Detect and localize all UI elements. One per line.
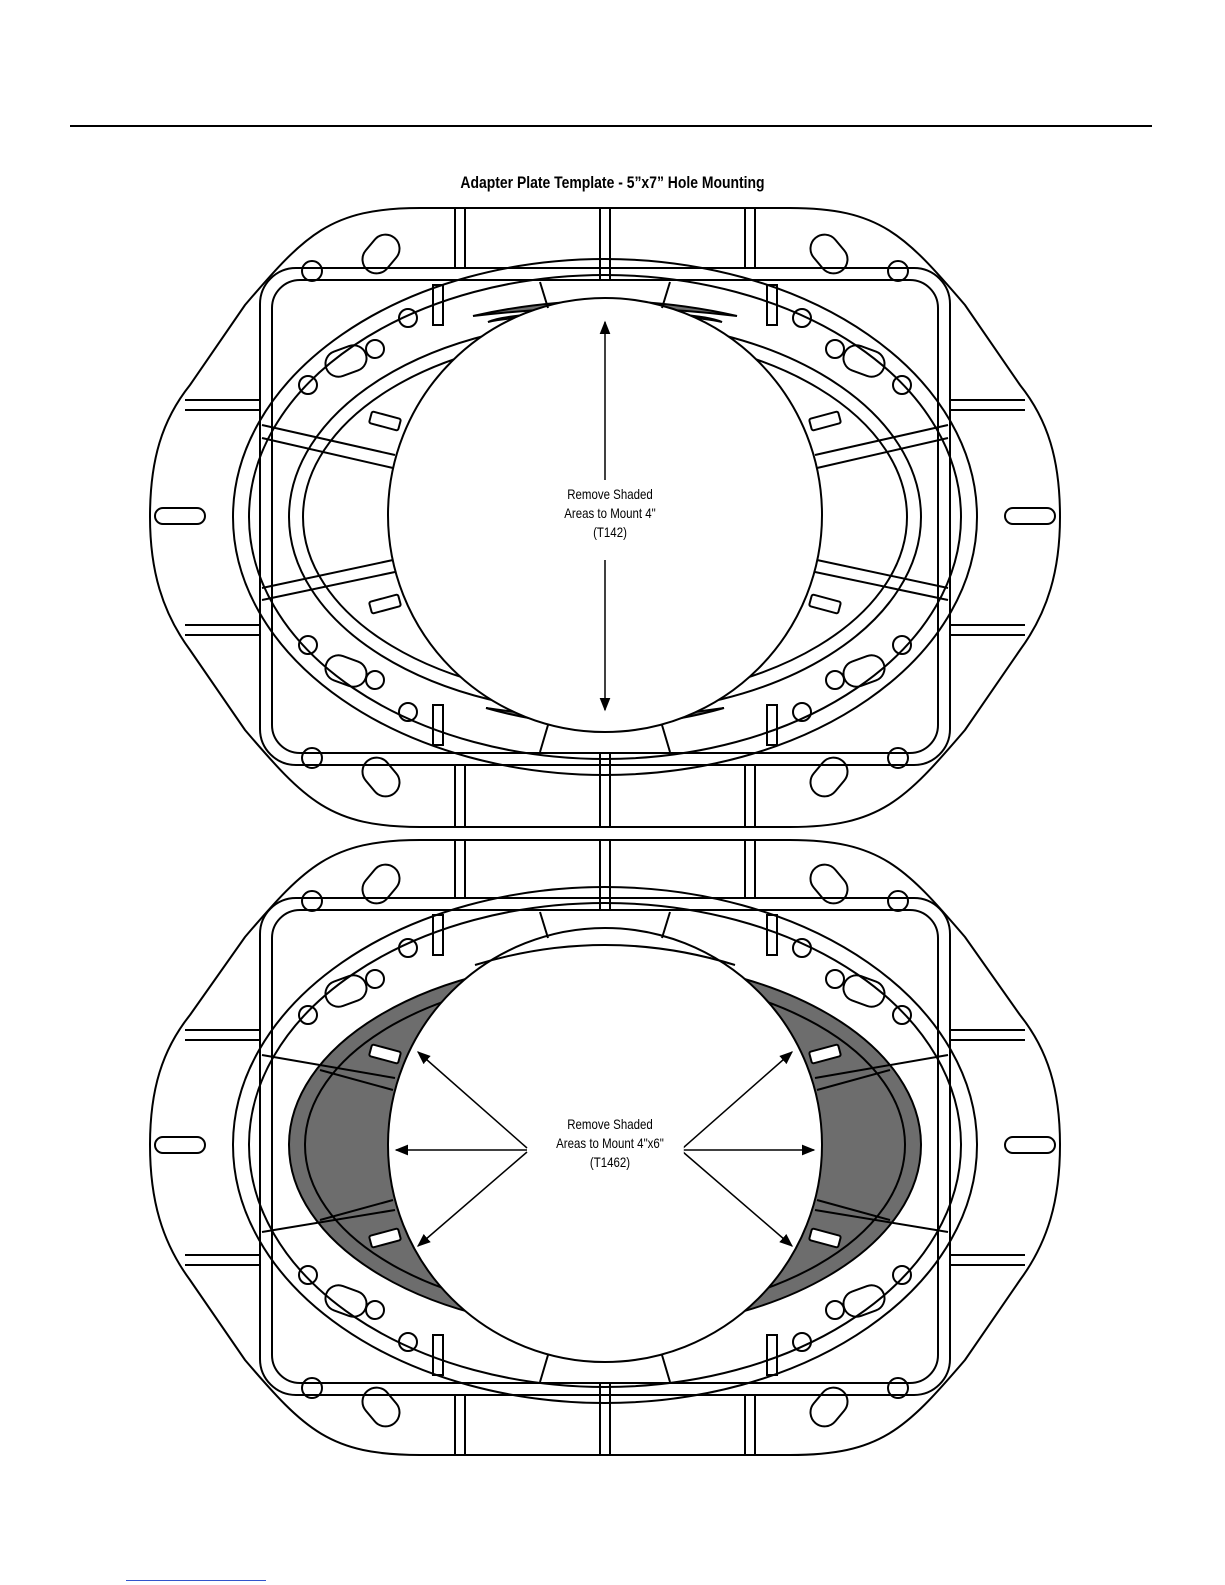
- note-line: Remove Shaded: [536, 1115, 684, 1134]
- note-line: Areas to Mount 4": [544, 504, 675, 523]
- instruction-note-4x6: Remove Shaded Areas to Mount 4"x6" (T146…: [536, 1115, 684, 1172]
- instruction-note-4in: Remove Shaded Areas to Mount 4" (T142): [544, 485, 675, 542]
- footer-link-underline: [126, 1580, 266, 1581]
- note-line: Areas to Mount 4"x6": [536, 1134, 684, 1153]
- note-line: (T142): [544, 523, 675, 542]
- note-line: Remove Shaded: [544, 485, 675, 504]
- note-line: (T1462): [536, 1153, 684, 1172]
